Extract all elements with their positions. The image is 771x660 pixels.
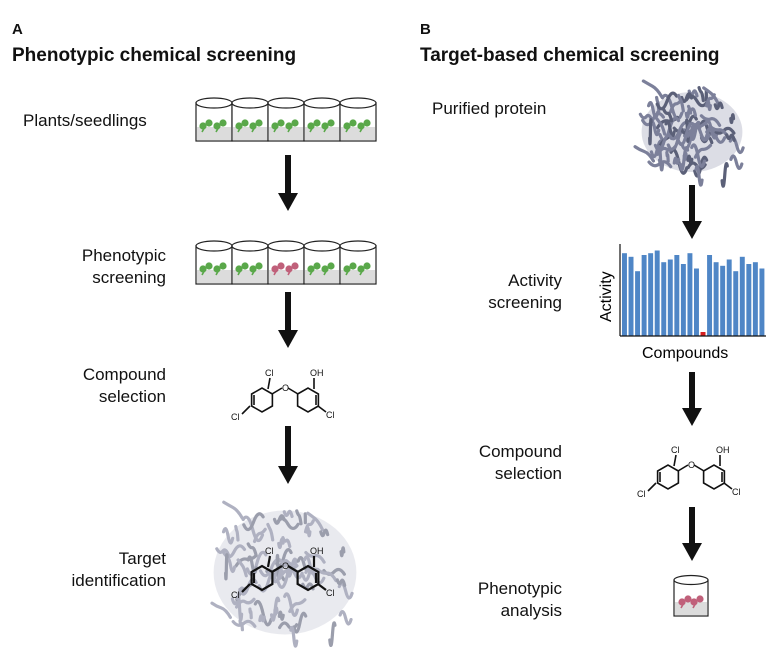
well <box>339 97 377 142</box>
protein-structure-icon <box>633 79 745 188</box>
panel-a-step-target-identification: Target identification <box>20 548 166 592</box>
single-well-cup <box>673 574 709 617</box>
oxygen-label: O <box>282 383 289 393</box>
step-label-line: analysis <box>500 601 562 620</box>
well <box>195 97 233 142</box>
chlorine-label: Cl <box>231 412 240 422</box>
panel-b-step-activity-screening: Activity screening <box>460 270 562 314</box>
chart-bar <box>680 264 686 336</box>
step-label-line: identification <box>71 571 166 590</box>
seedling-well-plate <box>195 97 377 142</box>
step-label-line: Compound <box>478 442 562 461</box>
chart-bar <box>733 271 739 336</box>
chart-bar-hit <box>700 332 706 336</box>
step-label-line: screening <box>92 268 166 287</box>
arrow-down-icon <box>682 507 702 561</box>
chart-bar <box>739 256 745 336</box>
chlorine-label: Cl <box>671 445 680 455</box>
activity-bar-chart: Activity Compounds <box>598 244 766 362</box>
chlorine-label: Cl <box>326 588 335 598</box>
chlorine-label: Cl <box>265 546 274 556</box>
well <box>231 97 269 142</box>
panel-a-step-phenotypic-screening: Phenotypic screening <box>40 245 166 289</box>
step-label-line: Activity <box>508 271 562 290</box>
oxygen-label: O <box>688 460 695 470</box>
chart-bar <box>674 255 680 336</box>
hydroxyl-label: OH <box>310 368 324 378</box>
step-label-line: Phenotypic <box>81 246 166 265</box>
panel-b-title: Target-based chemical screening <box>420 45 720 66</box>
chlorine-label: Cl <box>326 410 335 420</box>
step-label-line: Compound <box>82 365 166 384</box>
chart-bars <box>622 250 765 336</box>
chart-bar <box>661 262 667 336</box>
hydroxyl-label: OH <box>310 546 324 556</box>
chart-bar <box>726 259 732 336</box>
chart-bar <box>667 259 673 336</box>
well <box>339 240 377 285</box>
step-label-line: Phenotypic <box>477 579 562 598</box>
chlorine-label: Cl <box>732 487 741 497</box>
chart-bar <box>628 256 634 336</box>
chart-bar <box>694 268 699 336</box>
step-label-line: Purified protein <box>432 99 547 118</box>
chart-bar <box>759 268 765 336</box>
chart-bar <box>635 271 641 336</box>
arrow-down-icon <box>278 292 298 348</box>
well <box>303 240 341 285</box>
chlorine-label: Cl <box>231 590 240 600</box>
chart-bar <box>654 250 660 336</box>
panel-a-title: Phenotypic chemical screening <box>12 45 297 66</box>
chart-bar <box>746 264 752 336</box>
step-label-line: selection <box>98 387 166 406</box>
step-label-line: Target <box>118 549 166 568</box>
chart-bar <box>713 262 719 336</box>
protein-structure-icon <box>210 500 357 648</box>
chart-bar <box>622 253 627 336</box>
chart-bar <box>720 265 726 336</box>
panel-a-letter: A <box>12 21 23 38</box>
chart-bar <box>687 253 693 336</box>
step-label-line: Plants/seedlings <box>23 111 147 130</box>
well <box>267 97 305 142</box>
y-axis-label: Activity <box>598 271 615 322</box>
panel-a-step-plants: Plants/seedlings <box>23 110 147 132</box>
chart-bar <box>648 253 654 336</box>
step-label-line: screening <box>488 293 562 312</box>
chart-bar <box>707 255 713 336</box>
x-axis-label: Compounds <box>642 345 728 362</box>
panel-b-step-compound-selection: Compound selection <box>450 441 562 485</box>
well <box>267 240 305 285</box>
chart-bar <box>641 255 647 336</box>
arrow-down-icon <box>682 185 702 239</box>
panel-b-step-phenotypic-analysis: Phenotypic analysis <box>450 578 562 622</box>
phenotypic-screening-well-plate <box>195 240 377 285</box>
oxygen-label: O <box>282 561 289 571</box>
panel-b-letter: B <box>420 21 431 38</box>
well <box>195 240 233 285</box>
arrow-down-icon <box>278 426 298 484</box>
panel-b-step-purified-protein: Purified protein <box>432 98 546 120</box>
panel-a-step-compound-selection: Compound selection <box>40 364 166 408</box>
hydroxyl-label: OH <box>716 445 730 455</box>
well <box>303 97 341 142</box>
chlorine-label: Cl <box>265 368 274 378</box>
arrow-down-icon <box>682 372 702 426</box>
arrow-down-icon <box>278 155 298 211</box>
step-label-line: selection <box>494 464 562 483</box>
chart-bar <box>752 262 758 336</box>
well <box>231 240 269 285</box>
chlorine-label: Cl <box>637 489 646 499</box>
